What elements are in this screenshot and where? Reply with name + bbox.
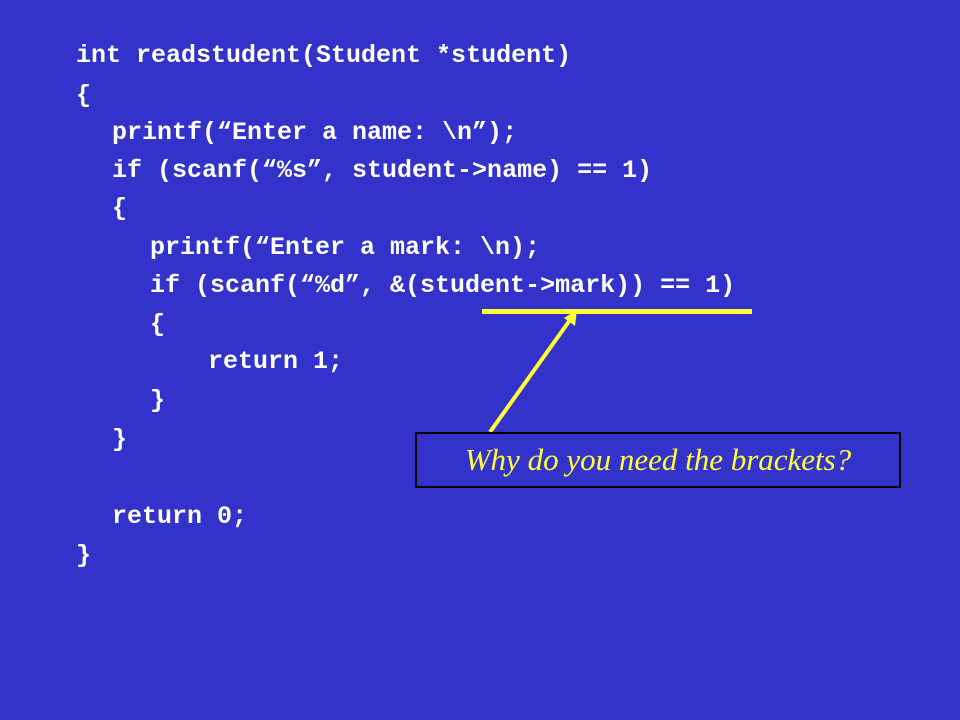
highlight-underline	[482, 309, 752, 314]
code-line-printf-name: printf(“Enter a name: \n”);	[112, 118, 518, 147]
code-line-close-brace: }	[112, 425, 128, 454]
code-line-if-scanf-name: if (scanf(“%s”, student->name) == 1)	[112, 156, 653, 185]
code-line-open-brace: {	[150, 310, 166, 339]
callout-box: Why do you need the brackets?	[415, 432, 901, 488]
callout-text: Why do you need the brackets?	[464, 442, 852, 477]
code-line-return-zero: return 0;	[112, 502, 248, 531]
code-line-if-scanf-mark: if (scanf(“%d”, &(student->mark)) == 1)	[150, 271, 736, 300]
code-line-return-one: return 1;	[208, 347, 344, 376]
code-line-open-brace: {	[76, 81, 92, 110]
code-line-printf-mark: printf(“Enter a mark: \n);	[150, 233, 541, 262]
code-line-close-brace: }	[76, 541, 92, 570]
code-line-function-signature: int readstudent(Student *student)	[76, 41, 572, 70]
code-line-close-brace: }	[150, 386, 166, 415]
code-line-open-brace: {	[112, 194, 128, 223]
